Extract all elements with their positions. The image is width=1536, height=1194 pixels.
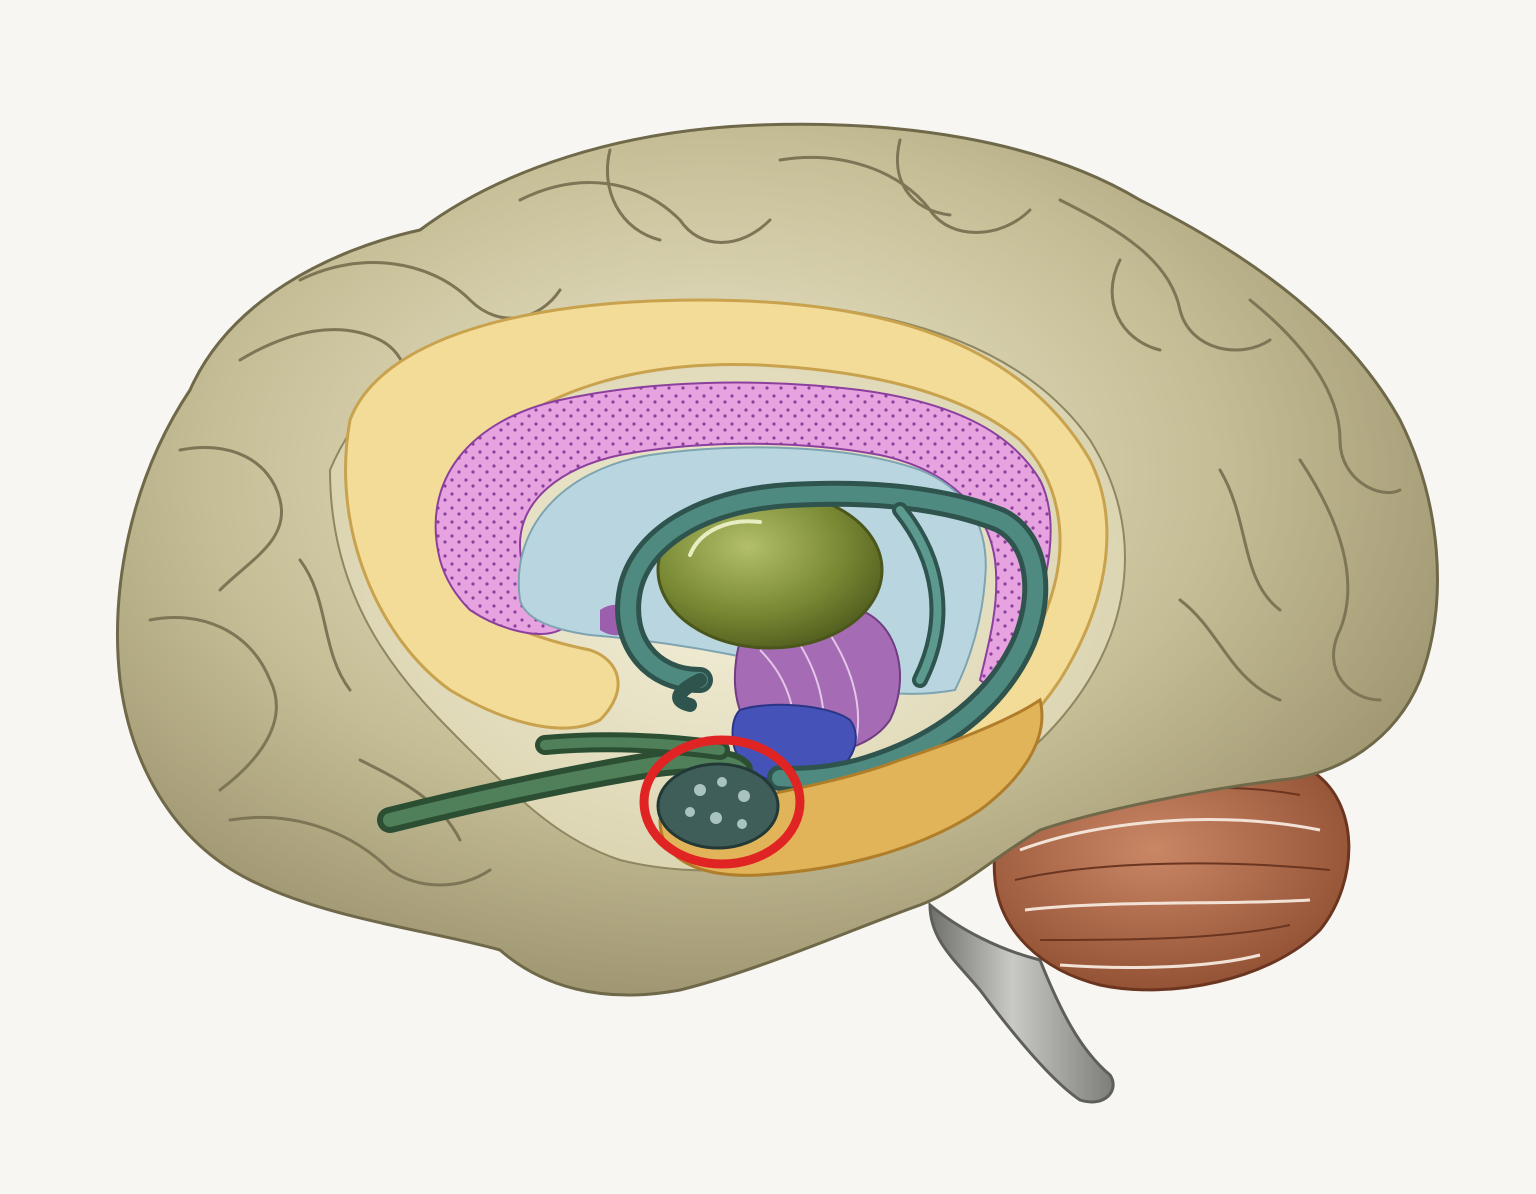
- brainstem: [928, 901, 1115, 1104]
- fornix: [615, 480, 1049, 792]
- gyri: [148, 138, 1402, 887]
- olfactory-tract: [377, 732, 753, 833]
- red-circle-marker: [639, 735, 805, 869]
- amygdala: [656, 762, 780, 850]
